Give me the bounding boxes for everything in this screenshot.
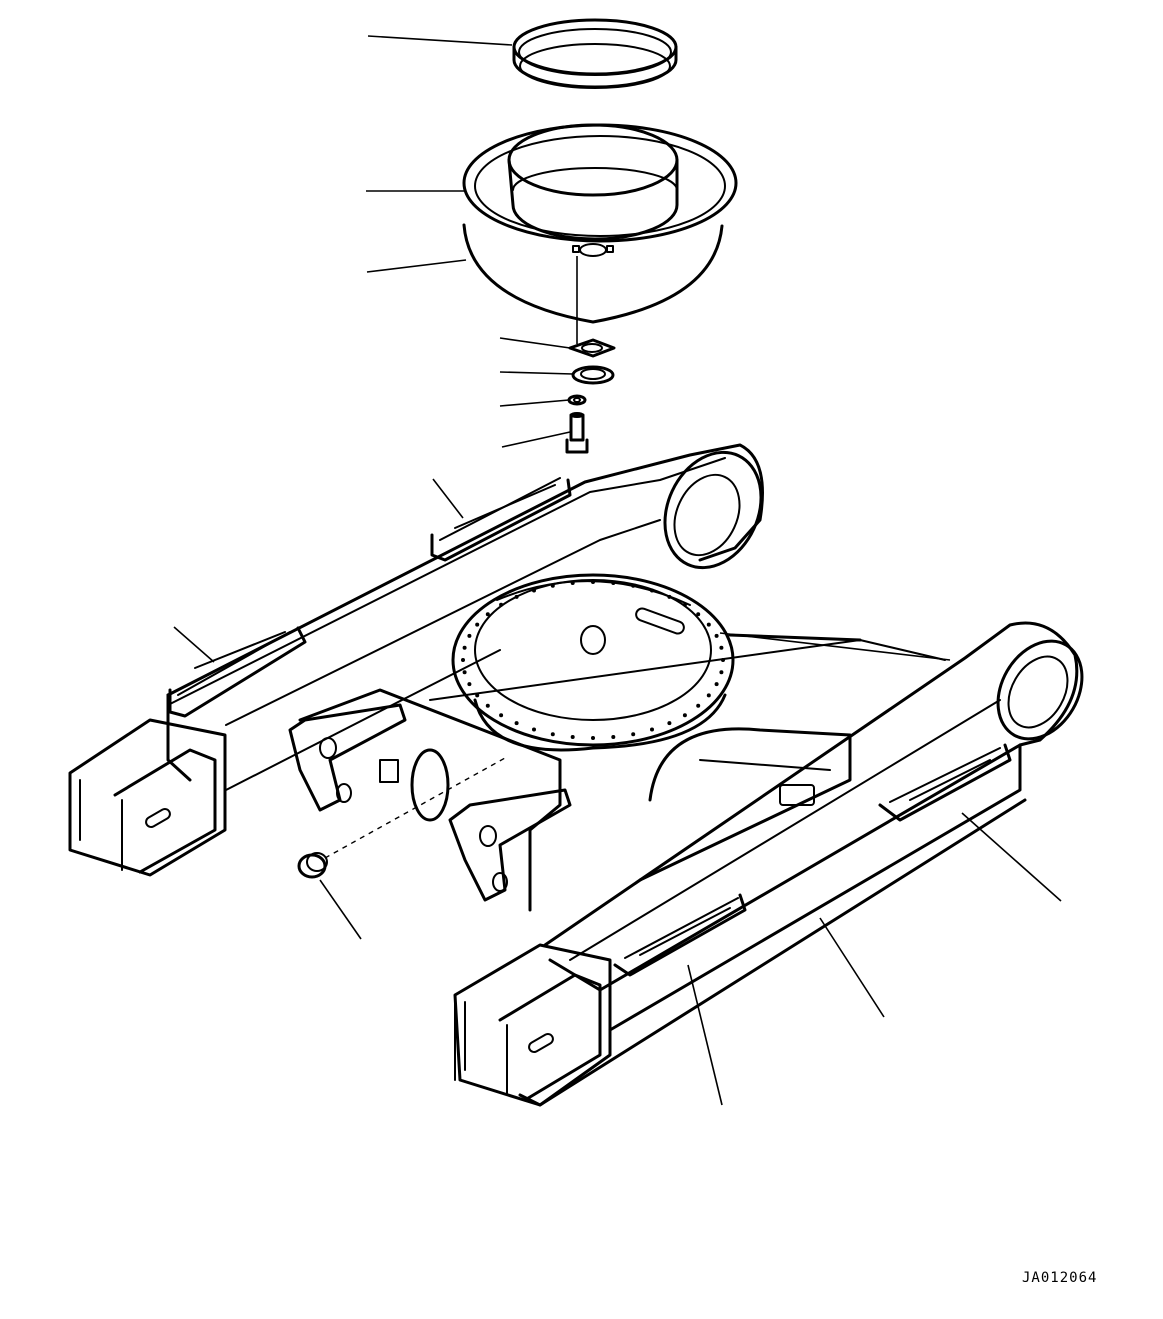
drawing-code-label: JA012064 bbox=[1022, 1270, 1098, 1286]
bolt-hole bbox=[485, 612, 490, 617]
bolt-hole bbox=[499, 602, 504, 607]
bolt-hole bbox=[682, 713, 687, 718]
bolt-hole bbox=[462, 670, 467, 675]
bolt-hole bbox=[467, 633, 472, 638]
washer-part bbox=[567, 394, 587, 406]
track-frame-part bbox=[68, 443, 1084, 1107]
grease-fitting-part bbox=[297, 757, 506, 879]
bolt-hole bbox=[667, 594, 672, 599]
bolt-hole bbox=[550, 583, 555, 588]
bolt-hole bbox=[696, 612, 701, 617]
bolt-hole bbox=[532, 588, 536, 593]
swing-circle-cover-part bbox=[462, 123, 738, 324]
bolt-hole bbox=[719, 670, 724, 675]
gasket-part bbox=[568, 338, 616, 358]
bolt-hole bbox=[591, 736, 595, 740]
bolt-hole bbox=[514, 594, 519, 599]
bolt-hole bbox=[696, 703, 701, 708]
bolt-hole bbox=[631, 583, 636, 588]
bolt-hole bbox=[570, 735, 575, 739]
bolt-hole bbox=[570, 581, 575, 585]
bolt-hole bbox=[719, 645, 724, 650]
bolt-hole bbox=[532, 727, 536, 732]
bolt-hole bbox=[714, 633, 719, 638]
bolt-hole bbox=[721, 658, 725, 662]
bolt-hole bbox=[611, 581, 616, 585]
bolt-hole bbox=[514, 721, 519, 726]
bolt-hole bbox=[591, 580, 595, 584]
seal-ring-part bbox=[512, 18, 678, 89]
bolt-hole bbox=[499, 713, 504, 718]
bolt-hole bbox=[650, 727, 654, 732]
bolt-hole bbox=[611, 735, 616, 739]
bolt-hole bbox=[706, 622, 711, 627]
bolt-hole bbox=[650, 588, 654, 593]
turntable-bolt-holes bbox=[461, 580, 725, 740]
bolt-hole bbox=[467, 682, 472, 687]
bolt-hole bbox=[706, 693, 711, 698]
bolt-hole bbox=[485, 703, 490, 708]
plate-part bbox=[571, 365, 615, 385]
bolt-hole bbox=[475, 693, 480, 698]
leader-lines bbox=[173, 35, 1062, 1106]
bolt-hole bbox=[462, 645, 467, 650]
bolt-part bbox=[565, 412, 589, 454]
bolt-hole bbox=[461, 658, 465, 662]
bolt-hole bbox=[550, 732, 555, 737]
bolt-hole bbox=[631, 732, 636, 737]
bolt-hole bbox=[667, 721, 672, 726]
bolt-hole bbox=[714, 682, 719, 687]
bolt-hole bbox=[682, 602, 687, 607]
bolt-hole bbox=[475, 622, 480, 627]
